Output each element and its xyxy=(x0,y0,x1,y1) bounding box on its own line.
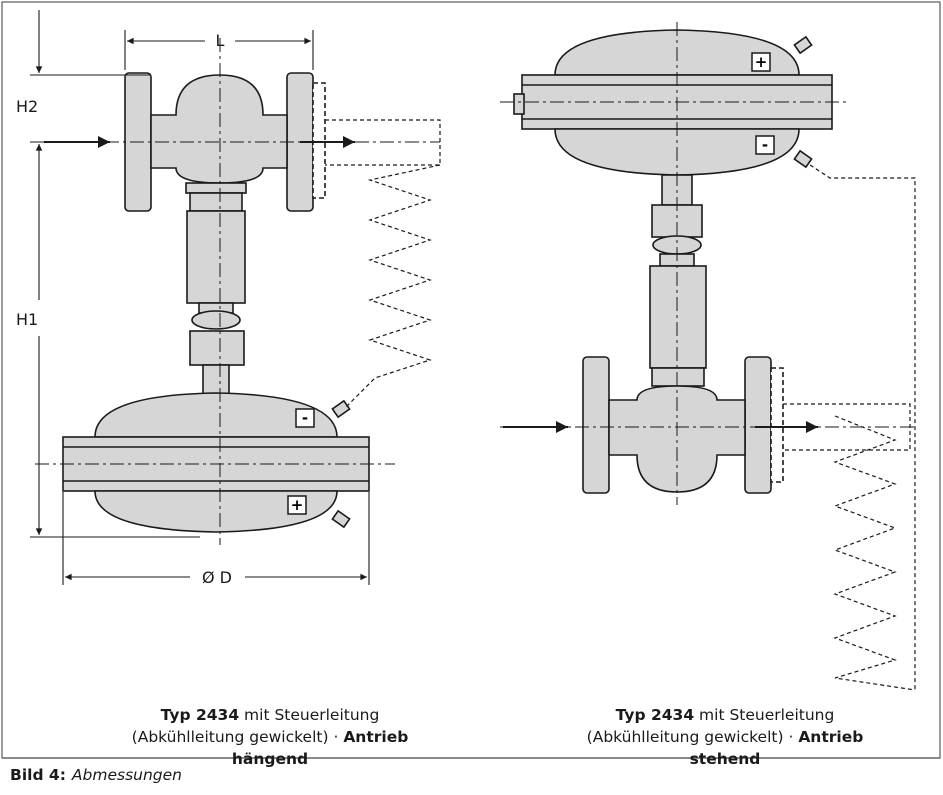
dim-label-L: L xyxy=(216,31,225,50)
caption-right-type: Typ 2434 xyxy=(615,706,695,724)
caption-left-mode: Antrieb hängend xyxy=(231,728,409,768)
plus-port-icon: + xyxy=(751,52,771,72)
minus-port-icon: - xyxy=(295,408,315,428)
plus-port-icon: + xyxy=(287,495,307,515)
cooling-coil-right xyxy=(783,164,916,691)
figure-caption: Bild 4: Abmessungen xyxy=(10,766,182,784)
caption-left: Typ 2434 mit Steuerleitung (Abkühlleitun… xyxy=(120,704,420,770)
svg-text:+: + xyxy=(755,53,768,71)
caption-right: Typ 2434 mit Steuerleitung (Abkühlleitun… xyxy=(570,704,880,770)
svg-text:-: - xyxy=(762,136,768,154)
cooling-coil-left xyxy=(325,119,441,409)
dim-label-D: Ø D xyxy=(202,568,232,587)
svg-text:+: + xyxy=(291,496,304,514)
centerlines-left xyxy=(35,38,440,545)
valve-right xyxy=(513,29,833,494)
svg-text:-: - xyxy=(302,409,308,427)
figure-label: Bild 4: xyxy=(10,766,66,784)
caption-right-text: mit Steuerleitung (Abkühlleitung gewi­ck… xyxy=(586,706,835,746)
caption-right-mode: Antrieb stehend xyxy=(689,728,864,768)
minus-port-icon: - xyxy=(755,135,775,155)
dim-label-H1: H1 xyxy=(16,310,38,329)
centerlines-right xyxy=(500,22,915,505)
figure-title: Abmessungen xyxy=(71,766,182,784)
caption-left-text: mit Steuerleitung (Abkühlleitung gewi­ck… xyxy=(131,706,380,746)
caption-left-type: Typ 2434 xyxy=(160,706,240,724)
dim-label-H2: H2 xyxy=(16,97,38,116)
